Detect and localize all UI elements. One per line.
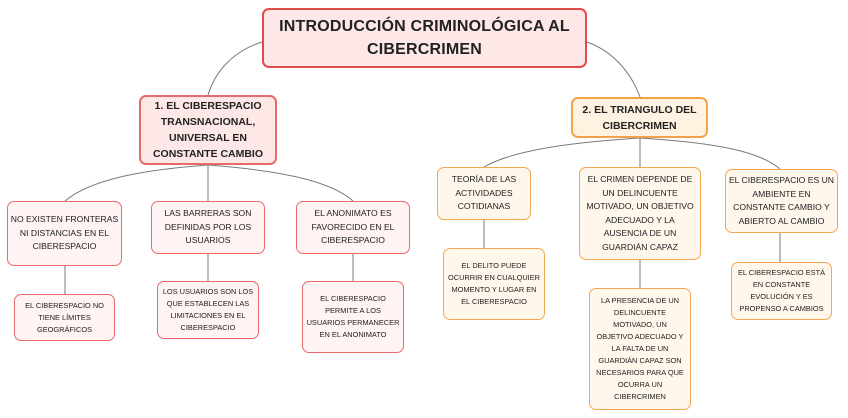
- branch-left-title-line: UNIVERSAL EN: [169, 132, 247, 144]
- root-title-line-1: INTRODUCCIÓN CRIMINOLÓGICA AL: [279, 18, 570, 35]
- left-detail-barreras[interactable]: LOS USUARIOS SON LOS QUE ESTABLECEN LAS …: [157, 281, 259, 339]
- branch-right-topic[interactable]: 2. EL TRIANGULO DEL CIBERCRIMEN: [571, 97, 708, 138]
- detail-text-line: PROPENSO A CAMBIOS: [739, 304, 824, 313]
- root-title-line-2: CIBERCRIMEN: [366, 41, 483, 58]
- left-subtopic-barreras[interactable]: LAS BARRERAS SON DEFINIDAS POR LOS USUAR…: [151, 201, 265, 254]
- subtopic-text-line: CIBERESPACIO: [321, 235, 385, 246]
- detail-text-line: TIENE LÍMITES: [38, 312, 91, 322]
- detail-text-line: GUARDIÁN CAPAZ SON: [598, 356, 682, 365]
- detail-text-line: GEOGRÁFICOS: [36, 324, 92, 334]
- subtopic-text-line: ADECUADO Y LA: [605, 214, 675, 225]
- branch-right-title-line: CIBERCRIMEN: [602, 119, 677, 132]
- connector-left-child-3: [207, 164, 354, 202]
- connector-right-child-1: [483, 137, 641, 168]
- subtopic-text-line: TEORÍA DE LAS: [451, 174, 517, 185]
- detail-text-line: LIMITACIONES EN EL: [170, 311, 246, 320]
- detail-text-line: LOS USUARIOS SON LOS: [162, 287, 254, 296]
- detail-text-line: NECESARIOS PARA QUE: [596, 368, 684, 377]
- subtopic-text-line: NI DISTANCIAS EN EL: [19, 227, 110, 238]
- detail-text-line: USUARIOS PERMANECER: [306, 318, 400, 327]
- subtopic-text-line: EL ANONIMATO ES: [314, 208, 392, 219]
- subtopic-text-line: DEFINIDAS POR LOS: [164, 221, 252, 232]
- connector-root-right: [586, 41, 641, 98]
- branch-left-topic[interactable]: 1. EL CIBERESPACIO TRANSNACIONAL, UNIVER…: [139, 95, 277, 165]
- right-detail-ambiente[interactable]: EL CIBERESPACIO ESTÁ EN CONSTANTE EVOLUC…: [731, 262, 832, 320]
- subtopic-text-line: ACTIVIDADES: [455, 187, 513, 198]
- connector-root-left: [207, 41, 263, 96]
- subtopic-text-line: MOTIVADO, UN OBJETIVO: [586, 201, 694, 211]
- detail-text-line: PERMITE A LOS: [325, 306, 381, 315]
- subtopic-text-line: UN DELINCUENTE: [602, 187, 678, 198]
- detail-text-line: MOMENTO Y LUGAR EN: [451, 285, 537, 294]
- connector-right-child-3: [639, 137, 781, 170]
- detail-text-line: EL CIBERESPACIO: [461, 297, 527, 306]
- branch-left-title-line: TRANSNACIONAL,: [160, 116, 256, 128]
- detail-text-line: EL DELITO PUEDE: [461, 261, 527, 270]
- subtopic-text-line: NO EXISTEN FRONTERAS: [10, 214, 119, 225]
- detail-text-line: EL CIBERESPACIO ESTÁ: [737, 268, 826, 277]
- subtopic-text-line: CONSTANTE CAMBIO Y: [733, 202, 830, 212]
- subtopic-text-line: EL CRIMEN DEPENDE DE: [587, 174, 693, 184]
- detail-text-line: EN EL ANONIMATO: [319, 330, 387, 339]
- subtopic-text-line: ABIERTO AL CAMBIO: [738, 215, 825, 226]
- subtopic-text-line: CIBERESPACIO: [32, 241, 97, 252]
- detail-text-line: CIBERCRIMEN: [614, 392, 666, 401]
- detail-text-line: OCURRA UN: [617, 380, 663, 389]
- detail-text-line: CIBERESPACIO: [180, 323, 236, 332]
- left-detail-anonimato[interactable]: EL CIBERESPACIO PERMITE A LOS USUARIOS P…: [302, 281, 404, 353]
- subtopic-text-line: COTIDIANAS: [457, 201, 511, 212]
- root-topic[interactable]: INTRODUCCIÓN CRIMINOLÓGICA AL CIBERCRIME…: [262, 8, 587, 68]
- right-detail-actividades[interactable]: EL DELITO PUEDE OCURRIR EN CUALQUIER MOM…: [443, 248, 545, 320]
- detail-text-line: OBJETIVO ADECUADO Y: [596, 332, 684, 341]
- branch-right-title-line: 2. EL TRIANGULO DEL: [582, 103, 697, 116]
- detail-text-line: OCURRIR EN CUALQUIER: [448, 273, 540, 282]
- detail-text-line: EVOLUCIÓN Y ES: [750, 292, 813, 301]
- left-detail-fronteras[interactable]: EL CIBERESPACIO NO TIENE LÍMITES GEOGRÁF…: [14, 294, 115, 341]
- detail-text-line: EL CIBERESPACIO: [320, 294, 386, 303]
- branch-left-title-line: CONSTANTE CAMBIO: [152, 148, 264, 160]
- detail-text-line: MOTIVADO, UN: [613, 320, 667, 329]
- subtopic-text-line: USUARIOS: [185, 235, 231, 246]
- detail-text-line: LA PRESENCIA DE UN: [600, 296, 680, 305]
- subtopic-text-line: FAVORECIDO EN EL: [311, 221, 395, 232]
- subtopic-text-line: AMBIENTE EN: [752, 188, 811, 199]
- detail-text-line: EL CIBERESPACIO NO: [25, 300, 104, 310]
- detail-text-line: DELINCUENTE: [613, 308, 667, 317]
- right-subtopic-ambiente[interactable]: EL CIBERESPACIO ES UN AMBIENTE EN CONSTA…: [725, 169, 838, 233]
- right-subtopic-actividades[interactable]: TEORÍA DE LAS ACTIVIDADES COTIDIANAS: [437, 167, 531, 220]
- detail-text-line: QUE ESTABLECEN LAS: [166, 299, 250, 308]
- connector-left-child-1: [64, 164, 209, 202]
- subtopic-text-line: GUARDIÁN CAPAZ: [602, 241, 678, 252]
- right-detail-crimen-depende[interactable]: LA PRESENCIA DE UN DELINCUENTE MOTIVADO,…: [589, 288, 691, 410]
- subtopic-text-line: EL CIBERESPACIO ES UN: [728, 175, 835, 185]
- subtopic-text-line: LAS BARRERAS SON: [164, 208, 252, 219]
- left-subtopic-fronteras[interactable]: NO EXISTEN FRONTERAS NI DISTANCIAS EN EL…: [7, 201, 122, 266]
- subtopic-text-line: AUSENCIA DE UN: [603, 228, 677, 238]
- right-subtopic-crimen-depende[interactable]: EL CRIMEN DEPENDE DE UN DELINCUENTE MOTI…: [579, 167, 701, 260]
- detail-text-line: EN CONSTANTE: [752, 280, 811, 289]
- detail-text-line: LA FALTA DE UN: [611, 344, 669, 353]
- left-subtopic-anonimato[interactable]: EL ANONIMATO ES FAVORECIDO EN EL CIBERES…: [296, 201, 410, 254]
- branch-left-title-line: 1. EL CIBERESPACIO: [154, 100, 262, 112]
